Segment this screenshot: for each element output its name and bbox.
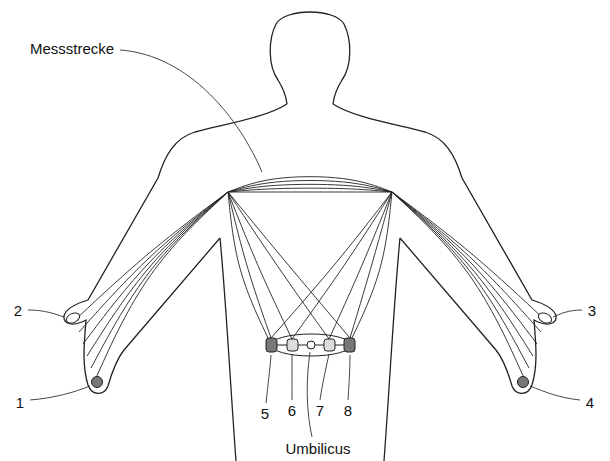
hand-electrodes bbox=[65, 311, 553, 388]
electrode bbox=[266, 338, 277, 352]
callout-number: 5 bbox=[261, 406, 269, 421]
electrode bbox=[344, 338, 355, 352]
callout-number: 3 bbox=[588, 303, 596, 318]
callout-number: 2 bbox=[14, 303, 22, 318]
electrode bbox=[287, 339, 298, 351]
electrode bbox=[324, 339, 335, 351]
abdomen-electrodes bbox=[266, 334, 355, 356]
part-label: Umbilicus bbox=[285, 441, 350, 456]
leader-lines bbox=[28, 50, 582, 437]
callout-number: 1 bbox=[16, 395, 24, 410]
path-label: Messstrecke bbox=[30, 41, 114, 56]
umbilicus-mark bbox=[307, 341, 315, 349]
callout-number: 4 bbox=[586, 395, 594, 410]
callout-number: 8 bbox=[344, 403, 352, 418]
callout-number: 6 bbox=[288, 403, 296, 418]
callout-number: 7 bbox=[316, 403, 324, 418]
measurement-lines bbox=[75, 177, 545, 380]
body-outline bbox=[64, 12, 556, 461]
